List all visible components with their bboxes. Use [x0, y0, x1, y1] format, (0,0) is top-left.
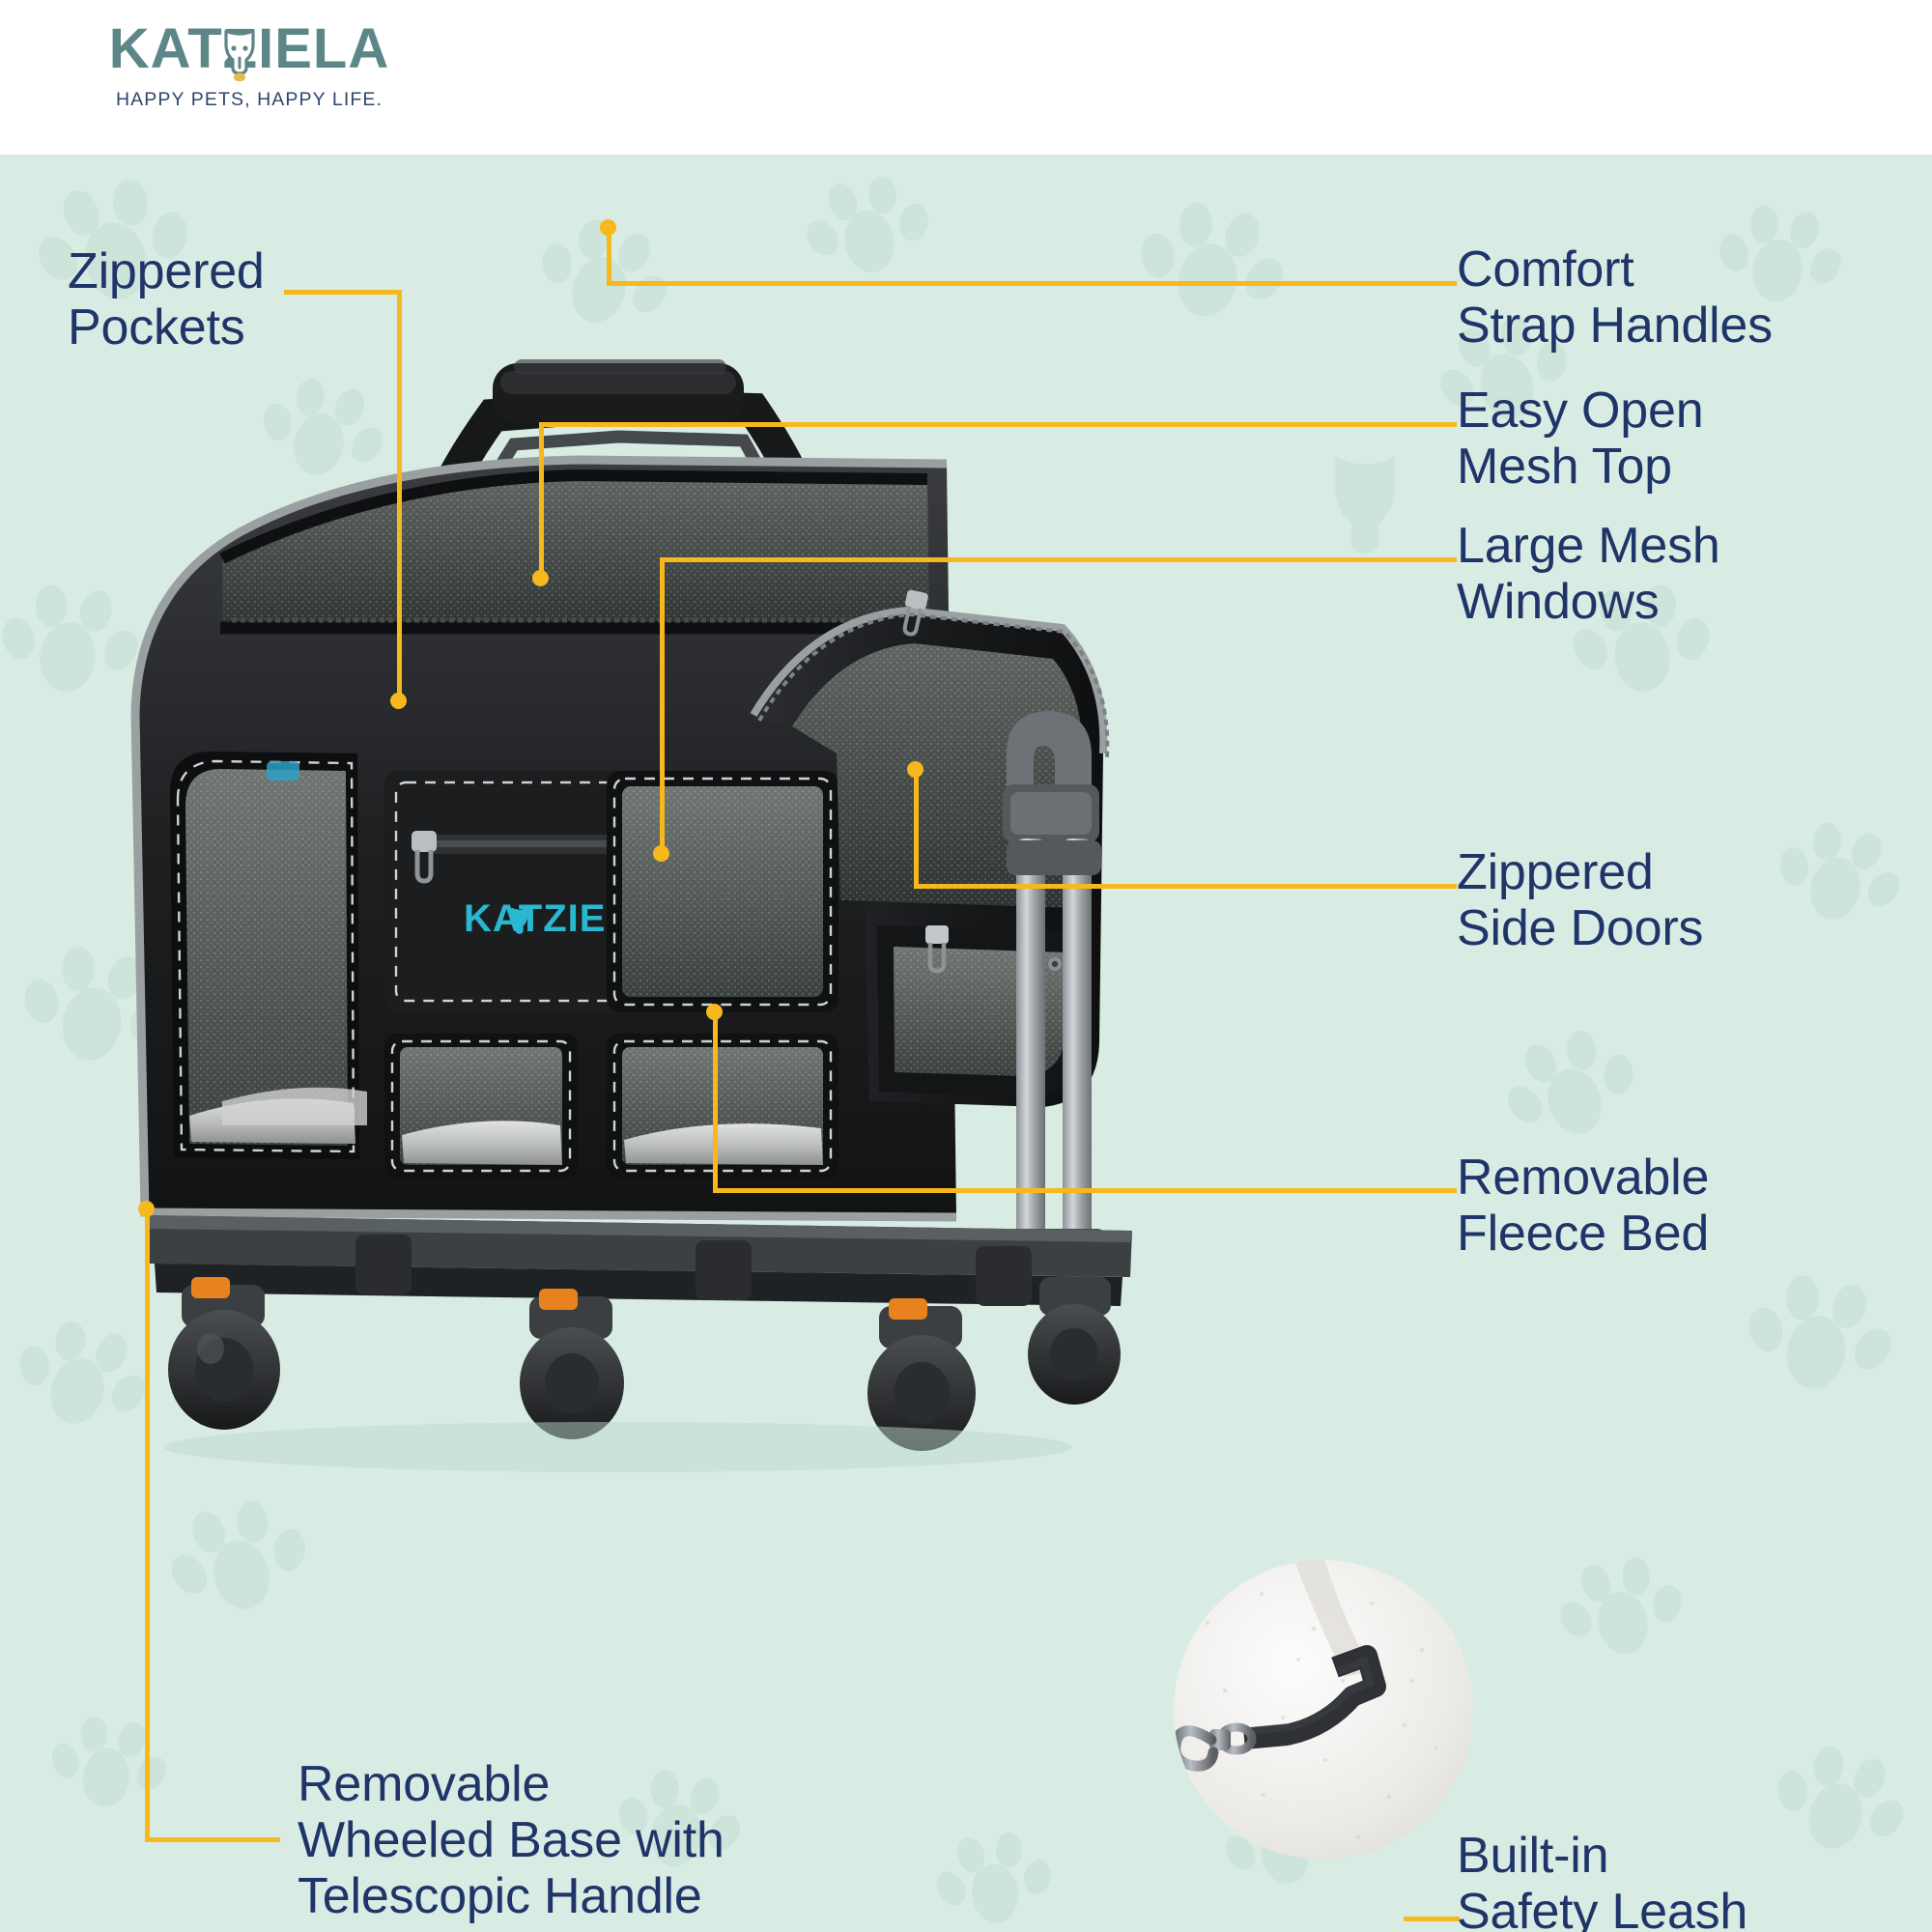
callout-label-large-mesh-windows: Large Mesh Windows: [1457, 518, 1720, 631]
paw-pattern-background: [0, 165, 1923, 1931]
callout-label-removable-wheeled-base: Removable Wheeled Base with Telescopic H…: [298, 1756, 724, 1925]
callout-label-comfort-strap-handles: Comfort Strap Handles: [1457, 242, 1773, 355]
callout-label-built-in-safety-leash: Built-in Safety Leash: [1457, 1828, 1748, 1932]
callout-label-zippered-side-doors: Zippered Side Doors: [1457, 844, 1704, 957]
product-photo-pet-carrier: KATZIELA: [130, 359, 1132, 1472]
callout-dot-easy-open-mesh-top: [532, 570, 549, 586]
callout-dot-large-mesh-windows: [653, 845, 669, 862]
brand-tagline: HAPPY PETS, HAPPY LIFE.: [115, 89, 383, 110]
callout-label-zippered-pockets: Zippered Pockets: [68, 243, 265, 356]
callout-dot-removable-wheeled-base: [138, 1201, 155, 1217]
wheel-rear-right: [1028, 1277, 1121, 1405]
infographic-stage: KATZIELA: [0, 155, 1932, 1932]
page-header: KATZIELA HAPPY PETS, HAPPY LIFE.: [0, 0, 1932, 155]
wheel-front-left: [168, 1277, 280, 1430]
callout-dot-removable-fleece-bed: [706, 1004, 723, 1020]
brand-logo: KATZIELA HAPPY PETS, HAPPY LIFE.: [104, 21, 413, 111]
callout-dot-zippered-pockets: [390, 693, 407, 709]
callout-label-removable-fleece-bed: Removable Fleece Bed: [1457, 1150, 1710, 1263]
callout-dot-comfort-strap-handles: [600, 219, 616, 236]
callout-dot-zippered-side-doors: [907, 761, 923, 778]
dog-head-icon: [224, 29, 255, 81]
wheel-rear-left: [520, 1289, 624, 1439]
callout-label-easy-open-mesh-top: Easy Open Mesh Top: [1457, 383, 1704, 496]
wheel-front-right: [867, 1298, 976, 1451]
safety-leash-inset-photo: [1174, 1560, 1473, 1860]
